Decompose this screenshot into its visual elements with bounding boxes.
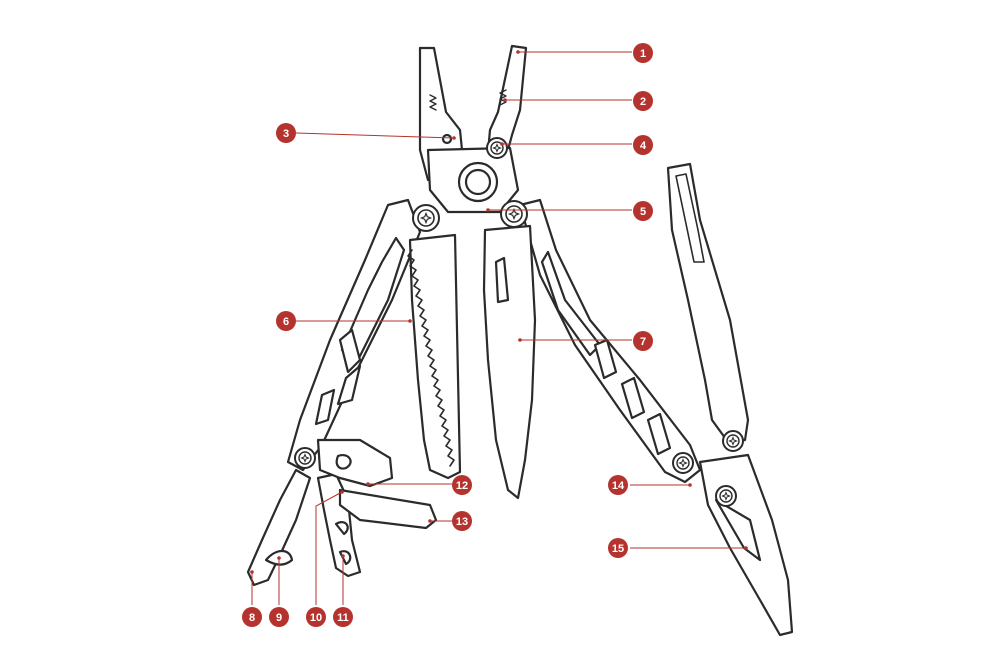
callout-badges: 1 2 3 4 5 6 7 8 9 10 11 12 13 14 15 bbox=[242, 43, 653, 627]
svg-text:6: 6 bbox=[283, 316, 289, 328]
svg-text:11: 11 bbox=[337, 612, 349, 624]
svg-text:1: 1 bbox=[640, 48, 646, 60]
knife-blade bbox=[482, 224, 537, 500]
pivot-screw-lower-right bbox=[672, 452, 694, 474]
callout-11: 11 bbox=[333, 607, 353, 627]
callout-9: 9 bbox=[269, 607, 289, 627]
svg-text:12: 12 bbox=[456, 480, 468, 492]
saw-blade bbox=[407, 233, 462, 480]
plier-head bbox=[418, 44, 528, 214]
leader-dots bbox=[250, 50, 748, 574]
pivot-screw-right bbox=[500, 200, 528, 228]
svg-text:14: 14 bbox=[612, 480, 625, 492]
callout-2: 2 bbox=[633, 91, 653, 111]
callout-4: 4 bbox=[633, 135, 653, 155]
svg-text:3: 3 bbox=[283, 128, 289, 140]
right-handle bbox=[518, 198, 702, 484]
bottom-left-tools bbox=[246, 438, 438, 587]
callout-12: 12 bbox=[452, 475, 472, 495]
callout-15: 15 bbox=[608, 538, 628, 558]
callout-7: 7 bbox=[633, 331, 653, 351]
pivot-screw-plier bbox=[486, 137, 508, 159]
pivot-screw-scissors-top bbox=[722, 430, 744, 452]
svg-text:9: 9 bbox=[276, 612, 282, 624]
callout-1: 1 bbox=[633, 43, 653, 63]
callout-13: 13 bbox=[452, 511, 472, 531]
svg-text:13: 13 bbox=[456, 516, 468, 528]
svg-text:2: 2 bbox=[640, 96, 646, 108]
pivot-screw-left bbox=[412, 204, 440, 232]
svg-text:4: 4 bbox=[640, 140, 647, 152]
scissors bbox=[666, 162, 794, 637]
callout-14: 14 bbox=[608, 475, 628, 495]
callout-5: 5 bbox=[633, 201, 653, 221]
svg-text:10: 10 bbox=[310, 612, 322, 624]
callout-8: 8 bbox=[242, 607, 262, 627]
leader-lines bbox=[251, 51, 746, 605]
left-handle bbox=[286, 198, 422, 472]
pivot-screw-lower-left bbox=[294, 447, 316, 469]
svg-text:7: 7 bbox=[640, 336, 646, 348]
callout-3: 3 bbox=[276, 123, 296, 143]
callout-6: 6 bbox=[276, 311, 296, 331]
callout-10: 10 bbox=[306, 607, 326, 627]
svg-text:15: 15 bbox=[612, 543, 624, 555]
pivot-screw-scissors bbox=[715, 485, 737, 507]
svg-text:5: 5 bbox=[640, 206, 646, 218]
svg-text:8: 8 bbox=[249, 612, 255, 624]
